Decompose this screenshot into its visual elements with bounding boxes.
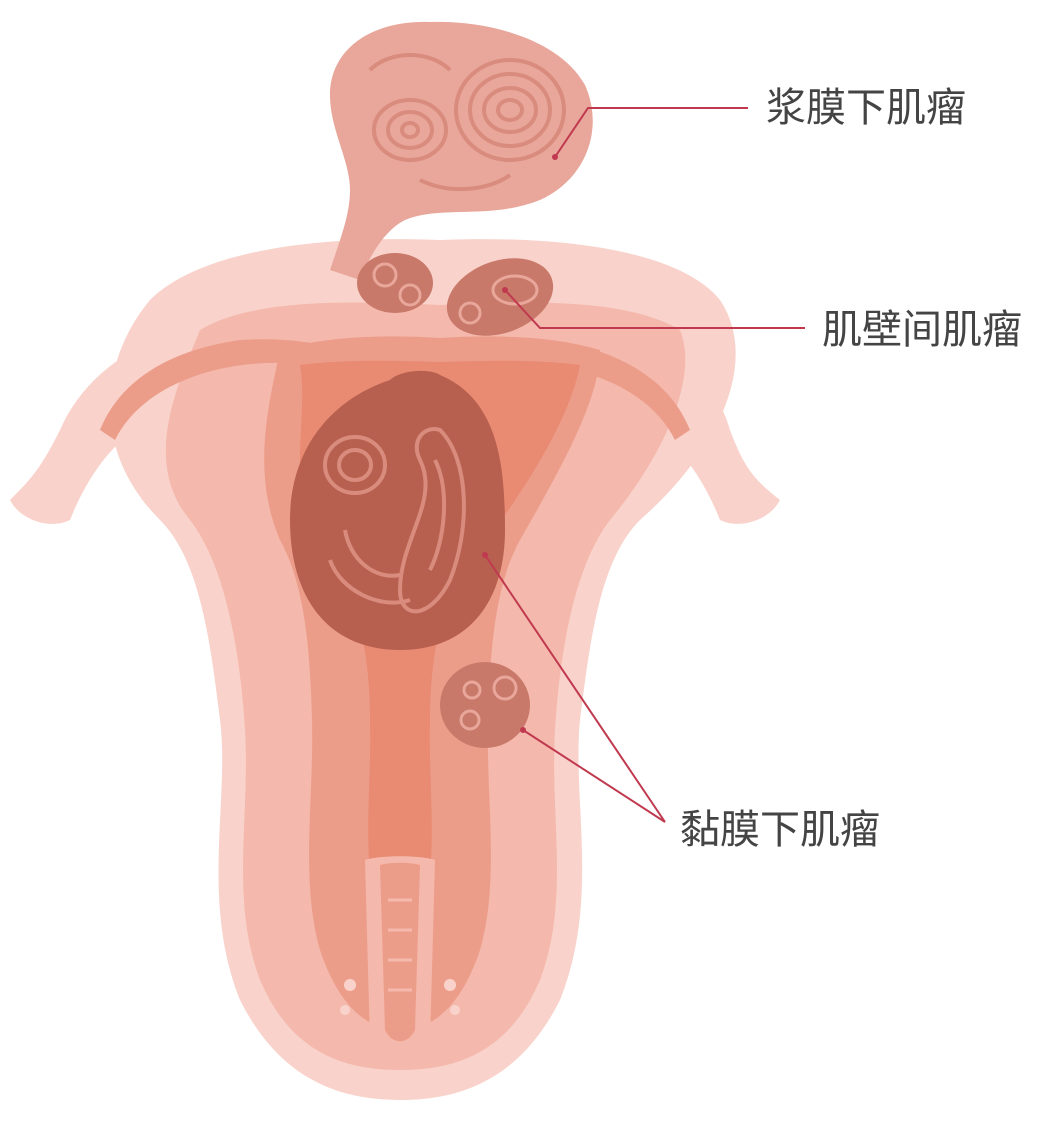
leader-submucosal-a [484,554,666,823]
leader-submucosal-b [522,729,666,823]
leader-dot-intramural [502,287,508,293]
label-intramural-fibroid: 肌壁间肌瘤 [822,307,1022,353]
label-submucosal-fibroid: 黏膜下肌瘤 [680,807,880,853]
leader-lines [484,107,805,823]
submucosal-fibroid-small [440,662,530,748]
intramural-fibroids [357,253,554,336]
submucosal-fibroid-large [290,370,505,650]
leader-intramural [504,289,805,329]
label-subserosal-fibroid: 浆膜下肌瘤 [766,85,966,131]
leader-dot-submucosal-b [520,727,526,733]
leader-dot-submucosal-a [482,552,488,558]
leader-subserosal [554,107,748,158]
leader-dot-subserosal [552,154,558,160]
subserosal-fibroid [330,21,593,280]
cervix [340,856,460,1055]
